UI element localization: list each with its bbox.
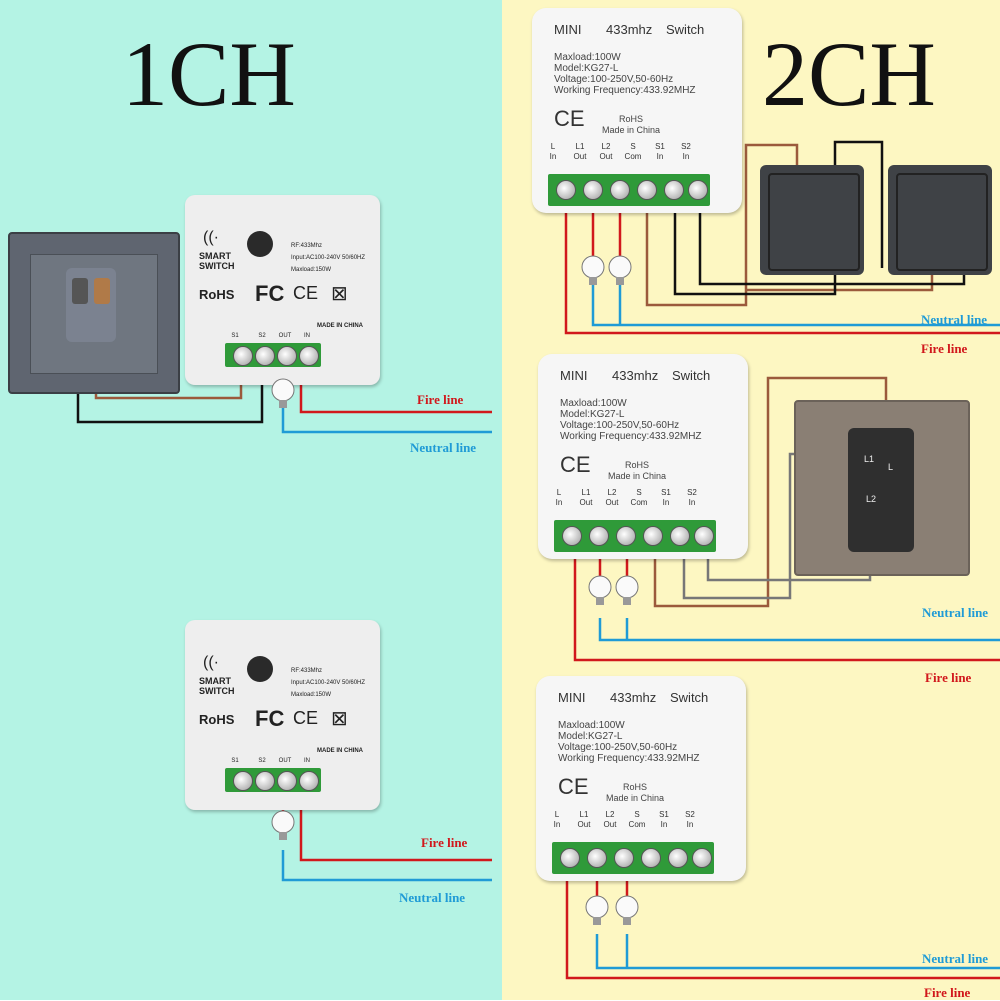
fire-line-label-2ch-a: Fire line [921,341,968,356]
neutral-line-label-1ch-b: Neutral line [399,890,466,905]
neutral-line-label-1ch-a: Neutral line [410,440,477,455]
ce-mark: CE [293,708,319,728]
bulb-icon [271,378,295,408]
maxload-spec: Maxload:150W [291,267,332,273]
mini-module-2ch-a: MINI 433mhz Switch Maxload:100W Model:KG… [532,8,742,213]
terminal-label-in: IN [304,758,310,764]
fire-line-label-1ch-a: Fire line [417,392,464,407]
fire-line-label-2ch-b: Fire line [925,670,972,685]
spec-block: Maxload:100W Model:KG27-L Voltage:100-25… [558,720,700,764]
terminal-label-in: IN [304,333,310,339]
mini-label: MINI [554,22,582,37]
relay-switch-b [888,165,992,275]
neutral-line-label-2ch-c: Neutral line [922,951,989,966]
one-channel-panel [0,0,502,1000]
weee-bin-icon: ⊠ [331,708,348,730]
terminal-label-s1: S1 [231,758,239,764]
rohs-mark: RoHS [199,712,235,727]
ce-mark: CE [554,106,585,131]
switch-label: Switch [666,22,705,37]
wall-switch-1ch [8,232,180,394]
terminal-block [552,842,714,874]
terminal-label-out: OUT [278,758,292,764]
frequency-label: 433mhz [612,368,659,383]
fire-line-label-2ch-c: Fire line [924,985,971,1000]
rf-spec: RF:433Mhz [291,668,323,674]
bulb-icon [271,810,295,840]
switch-l1-label: L1 [864,454,875,464]
bulb-icon [585,895,609,925]
terminal-block [554,520,716,552]
mini-label: MINI [560,368,588,383]
made-in-china: MADE IN CHINA [317,748,363,754]
mini-module-2ch-c: MINI 433mhz Switch Maxload:100W Model:KG… [536,676,746,881]
switch-label: Switch [670,690,709,705]
spec-block: Maxload:100W Model:KG27-L Voltage:100-25… [554,52,696,96]
input-spec: Input:AC100-240V 50/60HZ [291,680,366,686]
fc-mark: FC [255,706,285,731]
maxload-spec: Maxload:150W [291,692,332,698]
wall-switch-2ch: L1 L L2 [794,400,970,576]
neutral-line-label-2ch-a: Neutral line [921,312,988,327]
fire-line-label-1ch-b: Fire line [421,835,468,850]
title-2ch: 2CH [762,23,936,125]
terminal-block [225,343,321,367]
input-spec: Input:AC100-240V 50/60HZ [291,255,366,261]
frequency-label: 433mhz [610,690,657,705]
made-in-china: MADE IN CHINA [317,323,363,329]
neutral-wire-1ch-a [281,405,492,434]
fire-wire-2ch-a [564,196,1000,335]
frequency-label: 433mhz [606,22,653,37]
mini-label: MINI [558,690,586,705]
bulb-icon [615,575,639,605]
terminal-block [548,174,710,206]
terminal-label-s2: S2 [258,758,266,764]
antenna-hole [247,656,273,682]
antenna-hole [247,231,273,257]
ce-mark: CE [560,452,591,477]
bulb-icon [608,255,632,285]
neutral-line-label-2ch-b: Neutral line [922,605,989,620]
terminal-label-out: OUT [278,333,292,339]
bulb-icon [581,255,605,285]
fire-wire-1ch-b [299,785,492,862]
fc-mark: FC [255,281,285,306]
bulb-icon [588,575,612,605]
terminal-block [225,768,321,792]
wifi-icon: ((· [203,229,219,246]
spec-block: Maxload:100W Model:KG27-L Voltage:100-25… [560,398,702,442]
bulb-icon [615,895,639,925]
title-1ch: 1CH [122,23,296,125]
relay-switch-a [760,165,864,275]
rf-spec: RF:433Mhz [291,243,323,249]
switch-l-label: L [888,462,894,472]
ce-mark: CE [293,283,319,303]
terminal-label-s1: S1 [231,333,239,339]
rohs-mark: RoHS [199,287,235,302]
mini-module-2ch-b: MINI 433mhz Switch Maxload:100W Model:KG… [538,354,748,559]
wifi-icon: ((· [203,654,219,671]
neutral-wire-1ch-b [281,850,492,882]
ce-mark: CE [558,774,589,799]
weee-bin-icon: ⊠ [331,283,348,305]
switch-label: Switch [672,368,711,383]
terminal-label-s2: S2 [258,333,266,339]
switch-l2-label: L2 [866,494,877,504]
